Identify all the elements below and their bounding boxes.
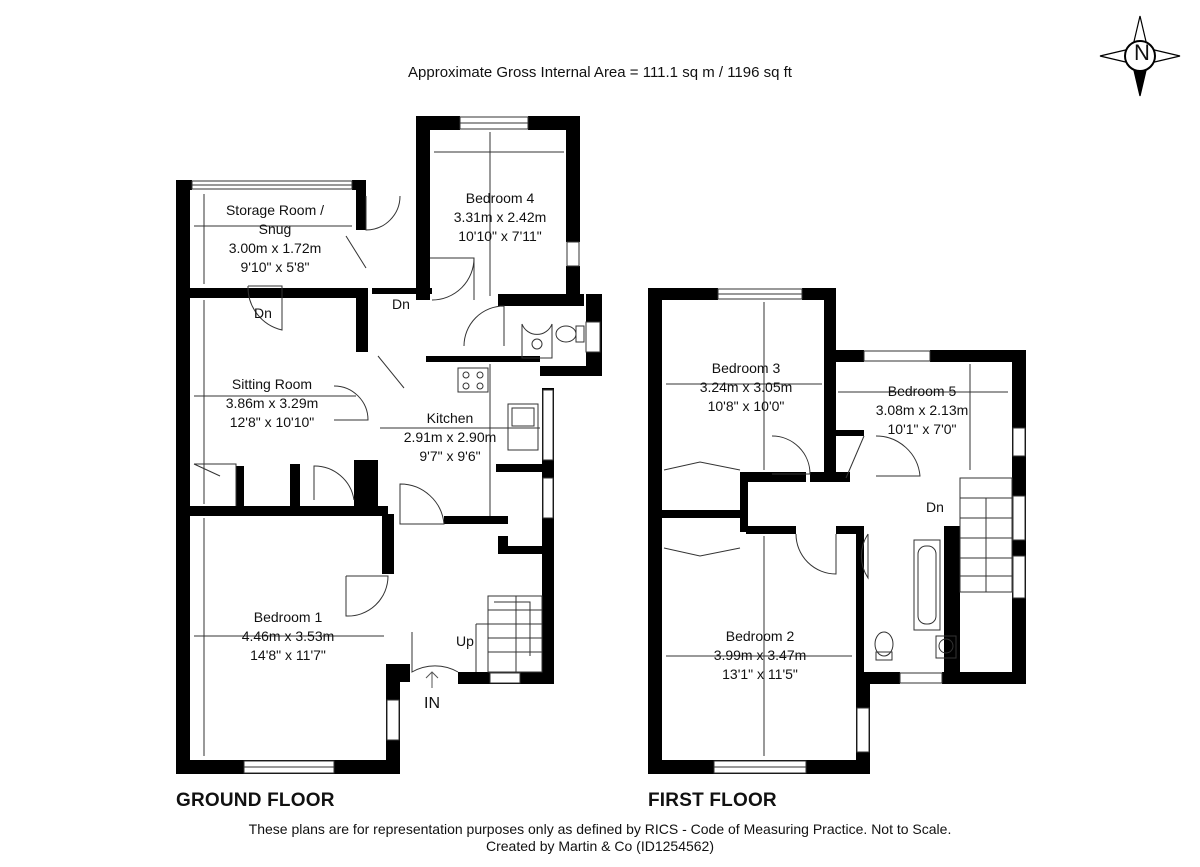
room-sitting-room: Sitting Room 3.86m x 3.29m 12'8" x 10'10… <box>202 375 342 432</box>
room-imperial: 10'8" x 10'0" <box>707 398 785 414</box>
creator-credit: Created by Martin & Co (ID1254562) <box>486 838 714 854</box>
room-imperial: 13'1" x 11'5" <box>722 666 798 682</box>
gross-area-text: Approximate Gross Internal Area = 111.1 … <box>408 64 792 81</box>
stairs-down-label-hall: Dn <box>392 296 410 312</box>
stairs-down-label-storage: Dn <box>254 305 272 321</box>
disclaimer-text: These plans are for representation purpo… <box>248 821 952 837</box>
room-metric: 3.99m x 3.47m <box>713 647 807 663</box>
room-metric: 3.31m x 2.42m <box>453 209 547 225</box>
room-bedroom-4: Bedroom 4 3.31m x 2.42m 10'10" x 7'11" <box>430 189 570 246</box>
room-bedroom-2: Bedroom 2 3.99m x 3.47m 13'1" x 11'5" <box>690 627 830 684</box>
room-imperial: 9'7" x 9'6" <box>419 448 481 464</box>
room-name-line2: Snug <box>258 221 292 237</box>
room-imperial: 10'1" x 7'0" <box>887 421 957 437</box>
room-name: Bedroom 2 <box>725 628 795 644</box>
room-name: Sitting Room <box>231 376 313 392</box>
room-name: Kitchen <box>426 410 474 426</box>
room-metric: 3.86m x 3.29m <box>225 395 319 411</box>
room-metric: 2.91m x 2.90m <box>403 429 497 445</box>
stairs-down-label-first: Dn <box>926 499 944 515</box>
stairs-up-label: Up <box>456 633 474 649</box>
entrance-label: IN <box>424 695 440 712</box>
room-imperial: 10'10" x 7'11" <box>458 228 542 244</box>
room-imperial: 14'8" x 11'7" <box>250 647 326 663</box>
compass-letter: N <box>1134 40 1150 65</box>
room-metric: 3.24m x 3.05m <box>699 379 793 395</box>
room-metric: 3.08m x 2.13m <box>875 402 969 418</box>
room-name: Bedroom 3 <box>711 360 781 376</box>
room-metric: 4.46m x 3.53m <box>241 628 335 644</box>
room-name: Bedroom 5 <box>887 383 957 399</box>
room-bedroom-5: Bedroom 5 3.08m x 2.13m 10'1" x 7'0" <box>852 382 992 439</box>
room-kitchen: Kitchen 2.91m x 2.90m 9'7" x 9'6" <box>380 409 520 466</box>
room-name: Bedroom 4 <box>465 190 535 206</box>
room-metric: 3.00m x 1.72m <box>228 240 322 256</box>
room-storage-snug: Storage Room / Snug 3.00m x 1.72m 9'10" … <box>200 201 350 277</box>
north-compass-icon <box>1099 15 1181 97</box>
room-name: Storage Room / <box>225 202 325 218</box>
room-bedroom-1: Bedroom 1 4.46m x 3.53m 14'8" x 11'7" <box>218 608 358 665</box>
first-floor-title: FIRST FLOOR <box>648 790 777 811</box>
room-imperial: 12'8" x 10'10" <box>229 414 315 430</box>
room-name: Bedroom 1 <box>253 609 323 625</box>
ground-floor-title: GROUND FLOOR <box>176 790 335 811</box>
room-bedroom-3: Bedroom 3 3.24m x 3.05m 10'8" x 10'0" <box>676 359 816 416</box>
room-imperial: 9'10" x 5'8" <box>240 259 310 275</box>
